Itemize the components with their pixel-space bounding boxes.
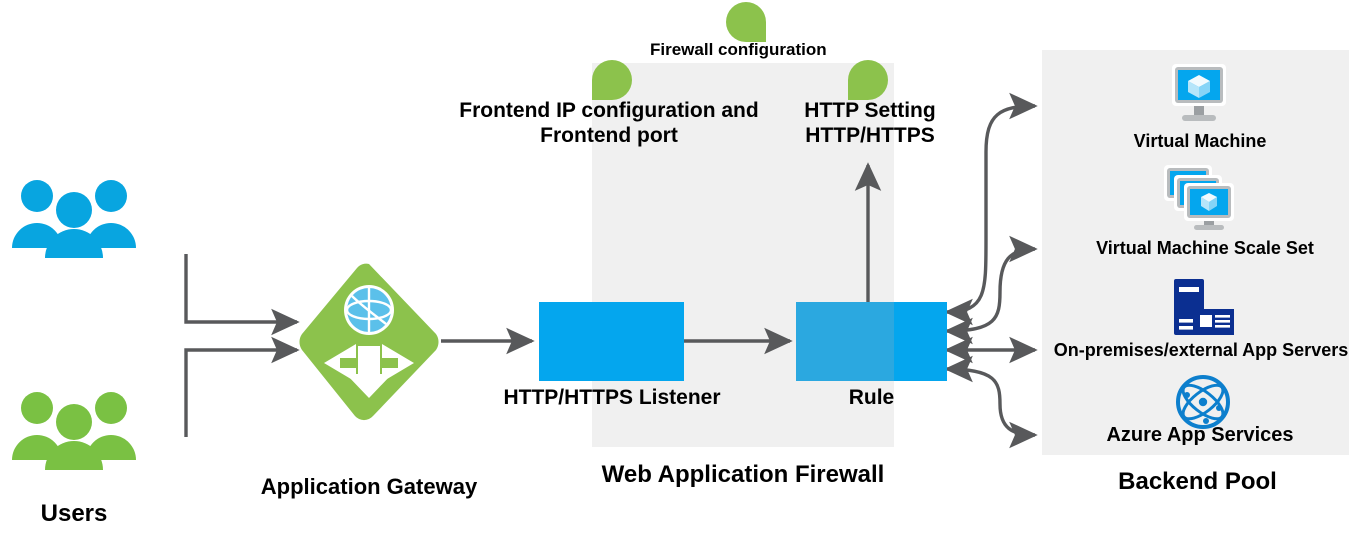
virtual-machine-label: Virtual Machine <box>1133 131 1267 151</box>
firewall-configuration-label: Firewall configuration <box>650 40 827 59</box>
users-label: Users <box>40 500 108 527</box>
firewall-configuration-marker <box>726 2 766 42</box>
connector-rule-to-app-services <box>944 355 1038 449</box>
application-gateway-label-line1: Application Gateway <box>260 473 478 499</box>
connector-users-green-to-gateway <box>184 336 300 437</box>
azure-app-services-icon <box>1175 374 1231 430</box>
application-gateway-icon <box>296 258 442 424</box>
connector-users-blue-to-gateway <box>184 254 300 336</box>
web-application-firewall-panel <box>592 63 894 447</box>
connector-rule-to-scale-set <box>944 235 1038 345</box>
frontend-ip-configuration-marker <box>592 60 632 100</box>
on-premises-app-servers-icon <box>1170 277 1236 339</box>
azure-app-services-label: Azure App Services <box>1106 424 1294 446</box>
web-application-firewall-label: Web Application Firewall <box>601 461 885 488</box>
rule-label: Rule <box>848 386 895 409</box>
http-https-listener-label: HTTP/HTTPS Listener <box>503 386 721 409</box>
http-setting-label: HTTP Setting HTTP/HTTPS <box>804 99 936 147</box>
virtual-machine-scale-set-icon <box>1158 163 1242 231</box>
backend-pool-label: Backend Pool <box>1118 468 1277 495</box>
application-gateway-label: Application Gateway Frontend IP/FQDN <box>239 420 499 545</box>
http-setting-marker <box>848 60 888 100</box>
frontend-ip-configuration-label: Frontend IP configuration and Frontend p… <box>459 99 759 147</box>
virtual-machine-scale-set-label: Virtual Machine Scale Set <box>1096 238 1314 258</box>
virtual-machine-icon <box>1166 62 1232 124</box>
users-group-blue-icon <box>10 178 138 258</box>
on-premises-app-servers-label: On-premises/external App Servers <box>1053 340 1349 360</box>
connector-rule-to-virtual-machine <box>944 92 1038 326</box>
rule-box-shaded-region <box>796 302 894 381</box>
users-group-green-icon <box>10 390 138 470</box>
http-https-listener-box[interactable] <box>539 302 684 381</box>
